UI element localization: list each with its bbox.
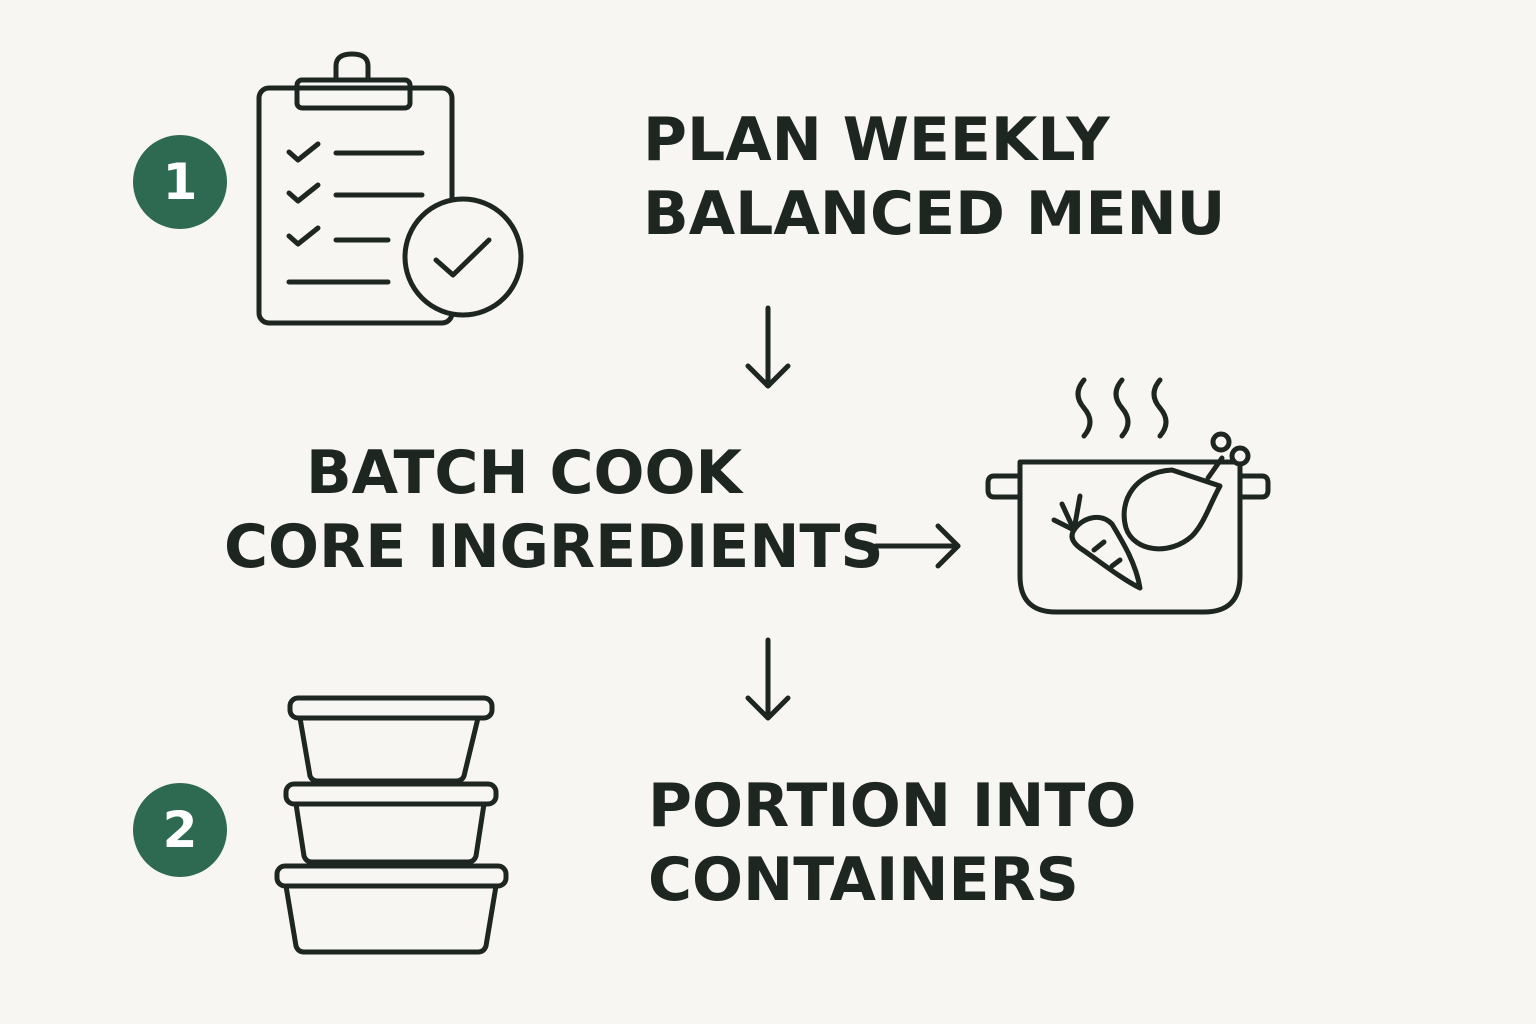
clipboard-checklist-icon: [256, 51, 524, 326]
step-number-badge-1: 1: [133, 135, 227, 229]
step-number-badge-2: 2: [133, 783, 227, 877]
step-number-1: 1: [162, 153, 198, 211]
step-number-2: 2: [162, 801, 198, 859]
arrow-down-2: [745, 637, 791, 721]
arrow-down-1: [745, 305, 791, 389]
step-1-label-line-2: BALANCED MENU: [643, 179, 1226, 249]
step-1-label-line-1: PLAN WEEKLY: [643, 105, 1110, 175]
arrow-right: [873, 523, 961, 569]
batch-cook-label-line-2: CORE INGREDIENTS: [224, 512, 884, 582]
step-2-label-line-2: CONTAINERS: [648, 845, 1079, 915]
cooking-pot-icon: [985, 377, 1271, 615]
step-1-label: PLAN WEEKLY BALANCED MENU: [643, 103, 1225, 251]
batch-cook-label-line-1: BATCH COOK: [305, 438, 743, 508]
batch-cook-label: BATCH COOK CORE INGREDIENTS: [224, 436, 884, 584]
step-2-label: PORTION INTO CONTAINERS: [648, 769, 1136, 917]
stacked-containers-icon: [274, 695, 509, 955]
step-2-label-line-1: PORTION INTO: [648, 771, 1137, 841]
